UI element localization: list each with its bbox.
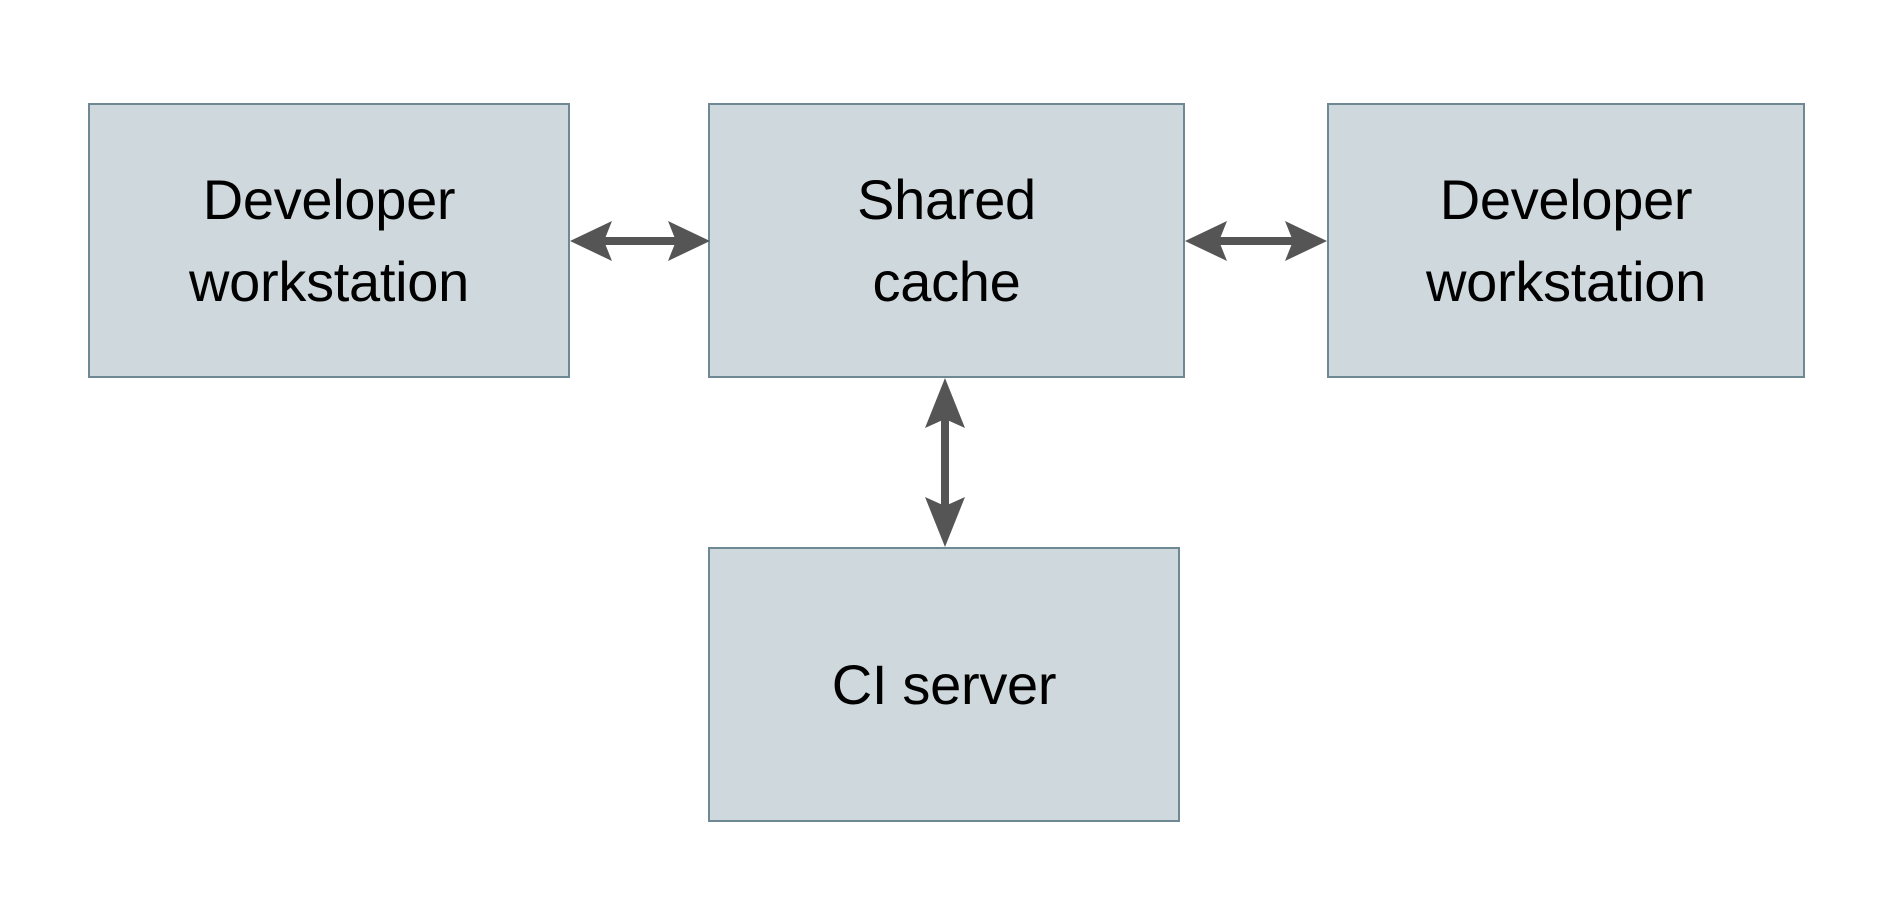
node-developer-workstation-left[interactable]: Developer workstation (88, 103, 570, 378)
node-label: Shared cache (857, 168, 1036, 313)
edge-developer-left-to-shared-cache[interactable] (570, 212, 710, 270)
node-shared-cache[interactable]: Shared cache (708, 103, 1185, 378)
node-label: Developer workstation (189, 168, 469, 313)
edge-shared-cache-to-developer-right[interactable] (1185, 212, 1327, 270)
node-ci-server[interactable]: CI server (708, 547, 1180, 822)
node-label: CI server (831, 652, 1057, 716)
double-arrow-horizontal-icon (570, 221, 710, 261)
edge-shared-cache-to-ci-server[interactable] (916, 378, 974, 547)
node-developer-workstation-right[interactable]: Developer workstation (1327, 103, 1805, 378)
double-arrow-vertical-icon (925, 378, 965, 547)
node-label: Developer workstation (1426, 168, 1706, 313)
double-arrow-horizontal-icon (1185, 221, 1327, 261)
